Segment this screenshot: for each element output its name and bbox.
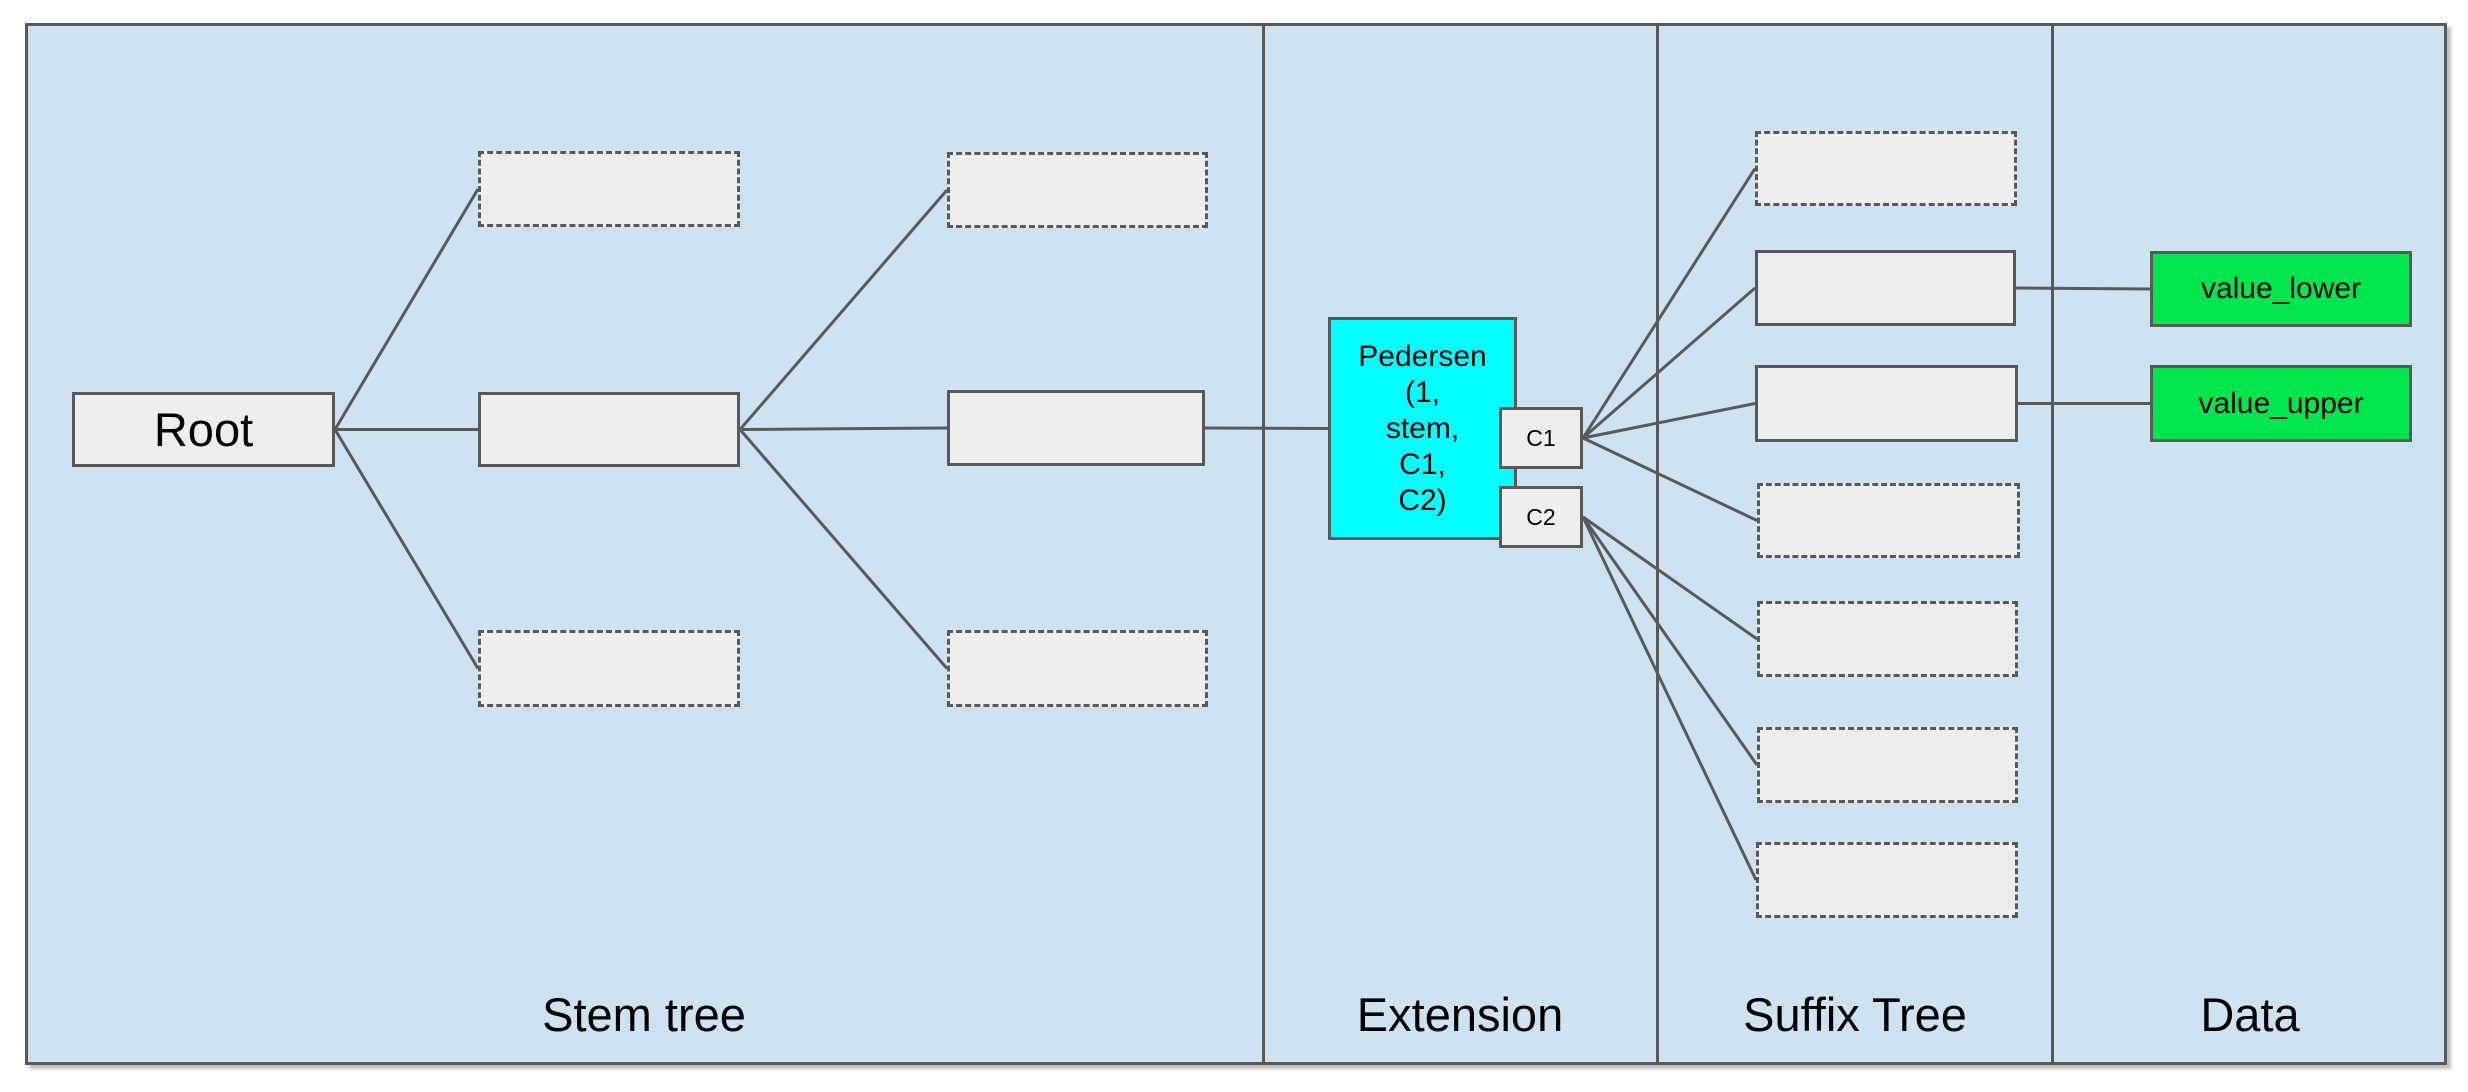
suffix-empty-node	[1757, 483, 2020, 558]
pedersen-commitment-node: Pedersen (1, stem, C1, C2)	[1328, 317, 1517, 540]
stem-empty-node	[947, 152, 1208, 228]
suffix-node	[1755, 250, 2016, 326]
suffix-empty-node	[1757, 601, 2018, 677]
stem-empty-node	[478, 151, 740, 227]
stem-empty-node	[478, 630, 740, 707]
c1-node: C1	[1499, 407, 1583, 469]
section-label-extension: Extension	[1356, 988, 1564, 1041]
section-divider-suffix-data	[2051, 23, 2054, 1065]
stem-node	[947, 390, 1205, 466]
section-label-suffix-tree: Suffix Tree	[1743, 988, 1967, 1041]
suffix-empty-node	[1755, 131, 2017, 206]
section-label-stem-tree: Stem tree	[542, 988, 746, 1041]
section-divider-extension-suffix	[1656, 23, 1659, 1065]
suffix-empty-node	[1756, 842, 2018, 918]
value-upper-node: value_upper	[2150, 365, 2412, 442]
diagram-panel	[25, 23, 2447, 1065]
stem-empty-node	[947, 630, 1208, 707]
section-label-data: Data	[2200, 988, 2300, 1041]
section-divider-stem-extension	[1262, 23, 1265, 1065]
suffix-empty-node	[1757, 727, 2018, 803]
stem-node	[478, 392, 740, 467]
suffix-node	[1755, 365, 2018, 442]
value-lower-node: value_lower	[2150, 251, 2412, 327]
root-node: Root	[72, 392, 335, 467]
c2-node: C2	[1499, 486, 1583, 548]
